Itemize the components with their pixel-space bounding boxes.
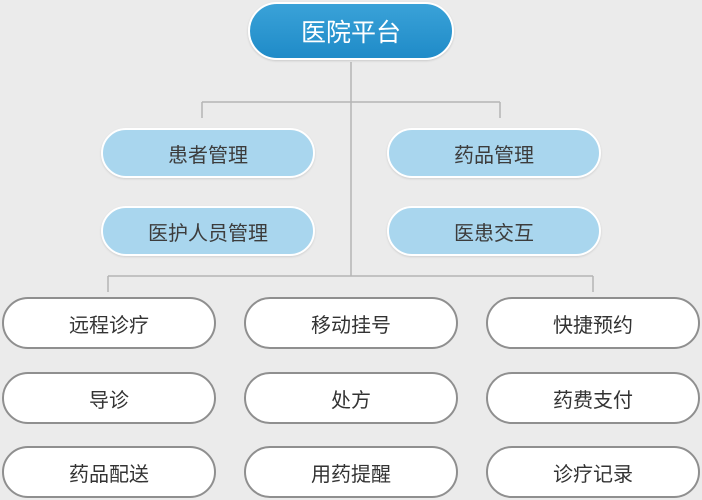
node-medical-staff-management: 医护人员管理 xyxy=(101,206,315,256)
node-drug-delivery: 药品配送 xyxy=(2,446,216,498)
node-mobile-registration: 移动挂号 xyxy=(244,297,458,349)
node-remote-diagnosis: 远程诊疗 xyxy=(2,297,216,349)
root-node: 医院平台 xyxy=(248,2,454,60)
node-treatment-records: 诊疗记录 xyxy=(486,446,700,498)
node-guidance: 导诊 xyxy=(2,372,216,424)
node-prescription: 处方 xyxy=(244,372,458,424)
node-quick-appointment: 快捷预约 xyxy=(486,297,700,349)
node-medication-reminder: 用药提醒 xyxy=(244,446,458,498)
node-patient-management: 患者管理 xyxy=(101,128,315,178)
node-drug-management: 药品管理 xyxy=(387,128,601,178)
node-medication-payment: 药费支付 xyxy=(486,372,700,424)
node-doctor-patient-interaction: 医患交互 xyxy=(387,206,601,256)
